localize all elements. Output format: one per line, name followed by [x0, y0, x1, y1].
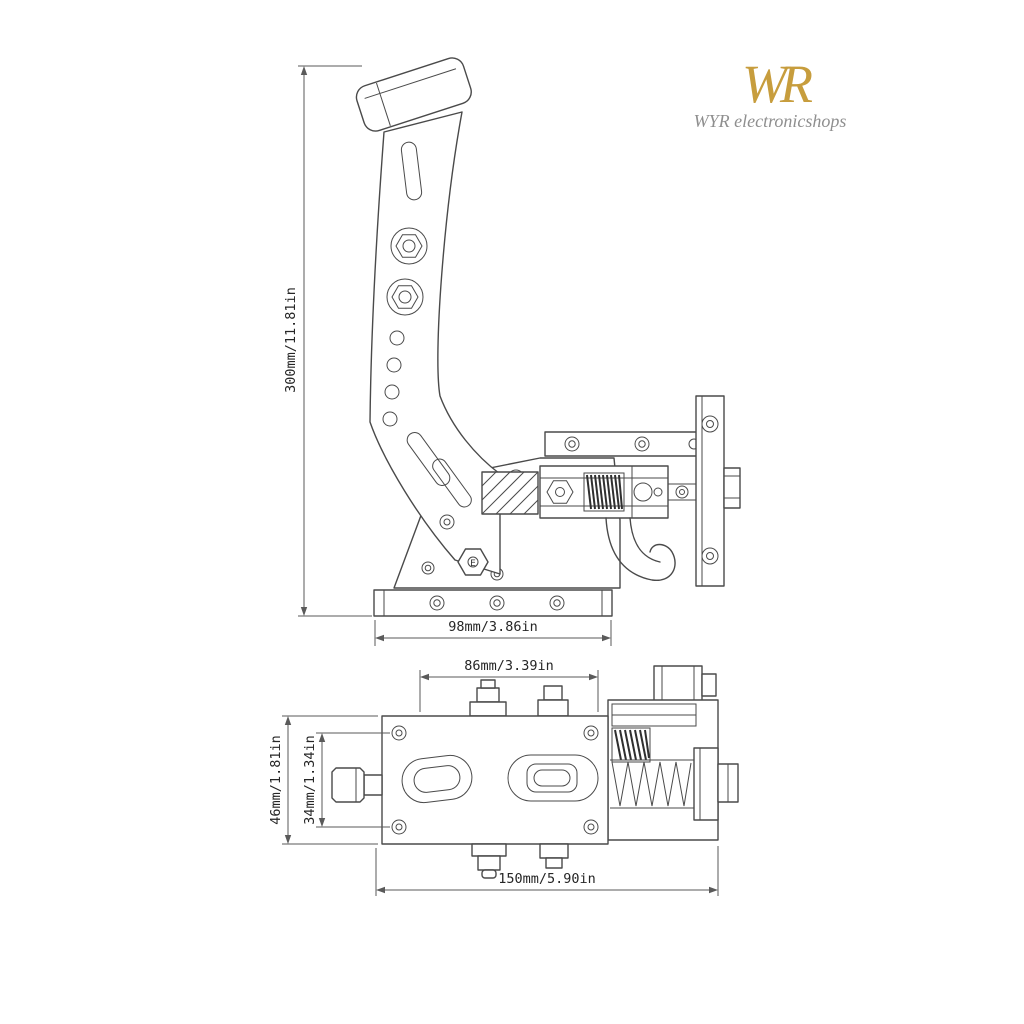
- lever-adjust-holes: [382, 330, 405, 427]
- dim-top-width: 86mm/3.39in: [419, 658, 599, 712]
- dim-side-height-label: 300mm/11.81in: [283, 287, 299, 393]
- return-spring: [610, 759, 694, 809]
- dim-top-height-label: 46mm/1.81in: [268, 735, 284, 824]
- lever-slot-lower-2: [432, 458, 472, 508]
- bottom-fitting-right: [539, 843, 569, 869]
- lever-hole-bottom: [439, 514, 455, 530]
- dim-bolt-spacing-label: 34mm/1.34in: [302, 735, 318, 824]
- hex-fitting-mark: E: [470, 559, 476, 569]
- top-fitting-right: [653, 665, 717, 705]
- push-rod: [331, 767, 383, 803]
- dim-overall-width-label: 150mm/5.90in: [498, 871, 596, 887]
- lever-arm: [355, 57, 501, 575]
- slot-right: [507, 754, 599, 802]
- lever-slot-upper: [400, 141, 423, 201]
- pivot-bolt-upper: [390, 227, 428, 265]
- top-fitting-middle: [537, 685, 569, 717]
- mounting-flange: [695, 395, 741, 587]
- pivot-bolt-lower: [386, 278, 424, 316]
- lever-grip: [355, 57, 472, 132]
- hex-fitting: E: [457, 548, 489, 576]
- base-plate: [373, 589, 613, 617]
- top-view: 86mm/3.39in 46mm/1.81in 34mm/1.34in: [268, 658, 739, 896]
- dim-top-height: 46mm/1.81in: [268, 715, 378, 845]
- master-cylinder: [539, 465, 696, 519]
- mounting-bar: [544, 431, 709, 457]
- watermark: WR WYR electronicshops: [694, 54, 847, 131]
- dim-side-height: 300mm/11.81in: [283, 65, 372, 617]
- top-fitting-left: [469, 679, 507, 717]
- side-view: E 300mm/11.81in 98mm/3.86in: [283, 57, 741, 646]
- bottom-fitting-left: [471, 843, 507, 879]
- body-top: [381, 715, 609, 845]
- cylinder-housing-top: [607, 699, 739, 841]
- dim-overall-width: 150mm/5.90in: [375, 846, 719, 896]
- dim-bolt-spacing: 34mm/1.34in: [302, 732, 390, 828]
- release-hook: [605, 517, 676, 581]
- dim-top-width-label: 86mm/3.39in: [464, 658, 553, 674]
- dim-base-width-label: 98mm/3.86in: [448, 619, 537, 635]
- lever-slot-lower-1: [406, 431, 451, 487]
- dim-base-width: 98mm/3.86in: [374, 619, 612, 646]
- watermark-brand-text: WYR electronicshops: [694, 111, 847, 131]
- slot-left: [401, 754, 473, 804]
- watermark-logo: WR: [742, 54, 813, 114]
- clamp-cross-section: [481, 471, 539, 515]
